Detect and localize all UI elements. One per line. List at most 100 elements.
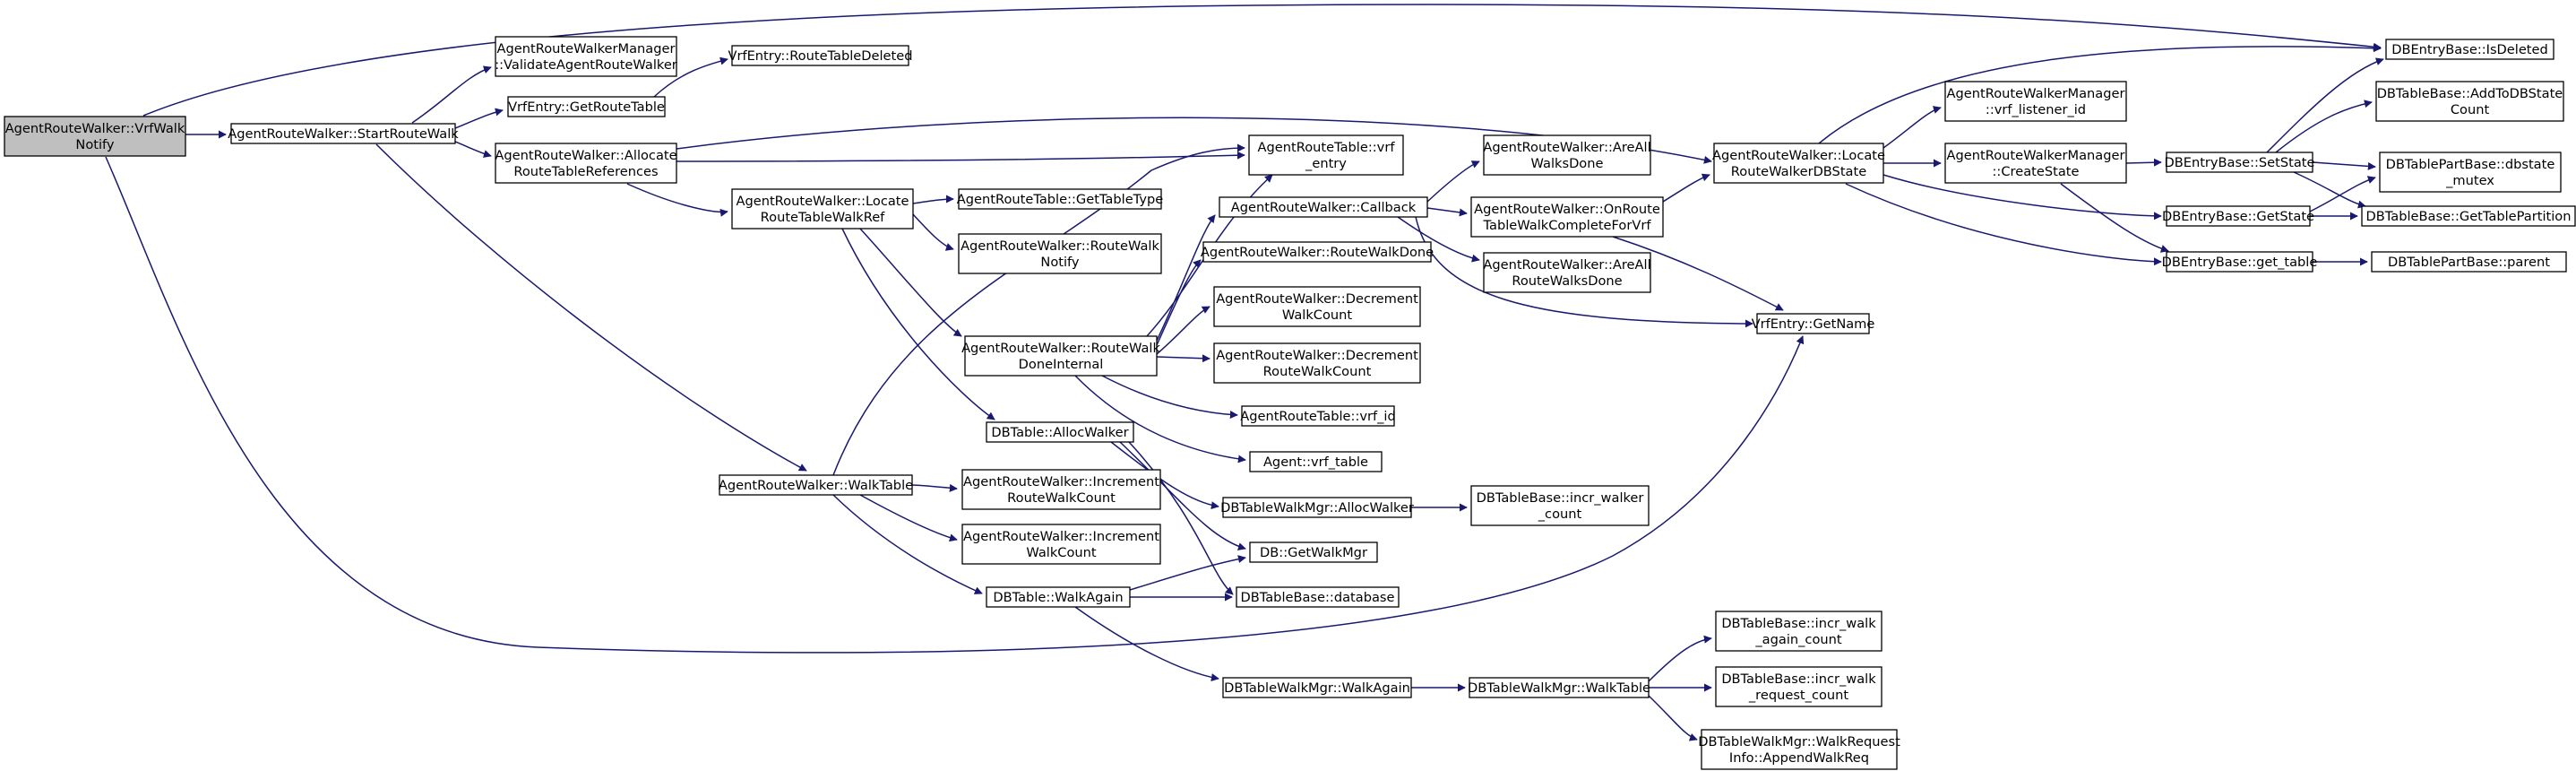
node-decroutewalkcount[interactable]: AgentRouteWalker::DecrementRouteWalkCoun… (1213, 342, 1421, 384)
edge-callback-to-onroutetablewalk (1426, 207, 1468, 217)
edge-locatereftable-to-gettabletype (912, 195, 954, 204)
node-box (1241, 405, 1395, 427)
node-allocate[interactable]: AgentRouteWalker::AllocateRouteTableRefe… (495, 143, 677, 184)
edge-startroutewalk-to-getroutetable (454, 108, 504, 129)
edge-locatereftable-to-routewalknotify (912, 213, 954, 251)
node-box (731, 45, 909, 66)
node-vrfentry[interactable]: AgentRouteTable::vrf_entry (1248, 134, 1404, 176)
node-callback[interactable]: AgentRouteWalker::Callback (1219, 196, 1428, 218)
node-incroutewalkcount[interactable]: AgentRouteWalker::IncrementRouteWalkCoun… (961, 469, 1161, 510)
node-vrfgetname[interactable]: VrfEntry::GetName (1752, 313, 1875, 334)
edge-walktable-to-walkagain (832, 494, 983, 594)
node-label: ::CreateState (1993, 164, 2080, 179)
node-walkagain[interactable]: DBTable::WalkAgain (986, 586, 1131, 608)
node-label: AgentRouteWalker::WalkTable (719, 478, 913, 493)
node-allocwalker[interactable]: DBTable::AllocWalker (986, 421, 1134, 443)
node-box (986, 586, 1131, 608)
node-label: Info::AppendWalkReq (1729, 750, 1869, 766)
node-routewalkdone[interactable]: AgentRouteWalker::RouteWalkDone (1201, 241, 1434, 263)
edge-mgrwalktable-to-incrwalkagain (1648, 635, 1712, 682)
node-dbstatemutex[interactable]: DBTablePartBase::dbstate_mutex (2379, 152, 2562, 193)
node-box (1249, 541, 1378, 563)
edge-getroutetable-to-routetabledeleted (653, 56, 728, 98)
node-incrwalkrequest[interactable]: DBTableBase::incr_walk_request_count (1715, 666, 1882, 707)
node-box (2166, 205, 2311, 227)
node-incrwalker[interactable]: DBTableBase::incr_walker_count (1470, 485, 1650, 526)
edge-callback-to-areallroutewalksdone (1397, 216, 1480, 263)
node-incrwalkagain[interactable]: DBTableBase::incr_walk_again_count (1715, 611, 1882, 652)
node-mgrwalkagain[interactable]: DBTableWalkMgr::WalkAgain (1222, 677, 1412, 698)
node-database[interactable]: DBTableBase::database (1236, 586, 1400, 608)
node-vrflistenerid[interactable]: AgentRouteWalkerManager::vrf_listener_id (1944, 81, 2127, 122)
node-label: DBEntryBase::get_table (2162, 255, 2318, 270)
node-setstate[interactable]: DBEntryBase::SetState (2164, 152, 2315, 173)
node-box (1483, 252, 1651, 293)
node-appendwalkreq[interactable]: DBTableWalkMgr::WalkRequestInfo::AppendW… (1698, 729, 1900, 770)
node-label: AgentRouteWalker::StartRouteWalk (228, 126, 459, 142)
node-box (1756, 313, 1870, 334)
edge-startroutewalk-to-allocate (454, 141, 492, 158)
node-label: AgentRouteTable::vrf (1258, 140, 1396, 155)
node-label: RouteTableWalkRef (761, 210, 886, 225)
node-label: AgentRouteWalker::RouteWalk (961, 238, 1159, 254)
node-gettablepartition[interactable]: DBTableBase::GetTablePartition (2361, 205, 2576, 227)
node-label: AgentRouteWalker::Callback (1231, 200, 1417, 215)
node-box (1715, 666, 1882, 707)
node-parent[interactable]: DBTablePartBase::parent (2371, 251, 2567, 273)
node-box (495, 143, 677, 184)
edge-walkagain-to-mgrwalkagain (1074, 606, 1219, 682)
node-getroutetable[interactable]: VrfEntry::GetRouteTable (507, 96, 666, 117)
node-startroutewalk[interactable]: AgentRouteWalker::StartRouteWalk (228, 123, 459, 144)
edge-walkagain-to-getwalkmgr (1129, 555, 1246, 591)
node-gettabletype[interactable]: AgentRouteTable::GetTableType (957, 188, 1163, 210)
node-agentvrftable[interactable]: Agent::vrf_table (1249, 451, 1383, 472)
edge-createstate-to-gettable (2060, 183, 2169, 253)
node-mgrwalktable[interactable]: DBTableWalkMgr::WalkTable (1468, 677, 1650, 698)
node-routetabledeleted[interactable]: VrfEntry::RouteTableDeleted (728, 45, 913, 66)
edge-onroutetablewalk-to-locatedbstate (1662, 173, 1710, 203)
node-box (719, 474, 913, 496)
node-label: DBTableWalkMgr::WalkTable (1468, 680, 1650, 696)
node-getwalkmgr[interactable]: DB::GetWalkMgr (1249, 541, 1378, 563)
node-label: DBEntryBase::IsDeleted (2391, 42, 2548, 57)
edge-allocwalker-to-mgrallocwalker (1110, 441, 1219, 510)
node-walktable[interactable]: AgentRouteWalker::WalkTable (719, 474, 913, 496)
node-isdeleted[interactable]: DBEntryBase::IsDeleted (2385, 39, 2554, 60)
node-label: DBTable::WalkAgain (993, 590, 1123, 605)
node-label: AgentRouteWalker::Increment (963, 529, 1159, 544)
node-label: AgentRouteWalker::OnRoute (1474, 202, 1660, 217)
node-label: TableWalkCompleteForVrf (1483, 218, 1652, 233)
node-box (1248, 134, 1404, 176)
node-locatedbstate[interactable]: AgentRouteWalker::LocateRouteWalkerDBSta… (1712, 143, 1885, 184)
node-box (2379, 152, 2562, 193)
node-validate[interactable]: AgentRouteWalkerManager::ValidateAgentRo… (495, 36, 677, 77)
node-locatereftable[interactable]: AgentRouteWalker::LocateRouteTableWalkRe… (731, 188, 914, 230)
edge-locatedbstate-to-getstate (1882, 174, 2162, 221)
node-label: RouteWalkCount (1263, 364, 1372, 379)
node-label: VrfEntry::GetRouteTable (508, 100, 665, 115)
node-label: RouteWalkCount (1007, 490, 1116, 506)
node-onroutetablewalk[interactable]: AgentRouteWalker::OnRouteTableWalkComple… (1470, 196, 1664, 238)
node-box (1202, 241, 1432, 263)
node-mgrallocwalker[interactable]: DBTableWalkMgr::AllocWalker (1220, 497, 1414, 518)
node-box (495, 36, 677, 77)
node-label: AgentRouteWalker::VrfWalk (5, 121, 185, 136)
node-createstate[interactable]: AgentRouteWalkerManager::CreateState (1944, 143, 2127, 184)
node-label: Agent::vrf_table (1263, 455, 1368, 470)
node-getstate[interactable]: DBEntryBase::GetState (2162, 205, 2314, 227)
edge-callback-to-areallwalksdone (1426, 160, 1480, 203)
node-vrfid[interactable]: AgentRouteTable::vrf_id (1240, 405, 1396, 427)
node-box (986, 421, 1134, 443)
node-gettable[interactable]: DBEntryBase::get_table (2162, 251, 2318, 273)
edge-locatereftable-to-allocwalker (841, 228, 995, 420)
edge-onroutetablewalk-to-vrfgetname (1612, 236, 1784, 311)
node-label: AgentRouteWalker::Allocate (495, 148, 676, 163)
